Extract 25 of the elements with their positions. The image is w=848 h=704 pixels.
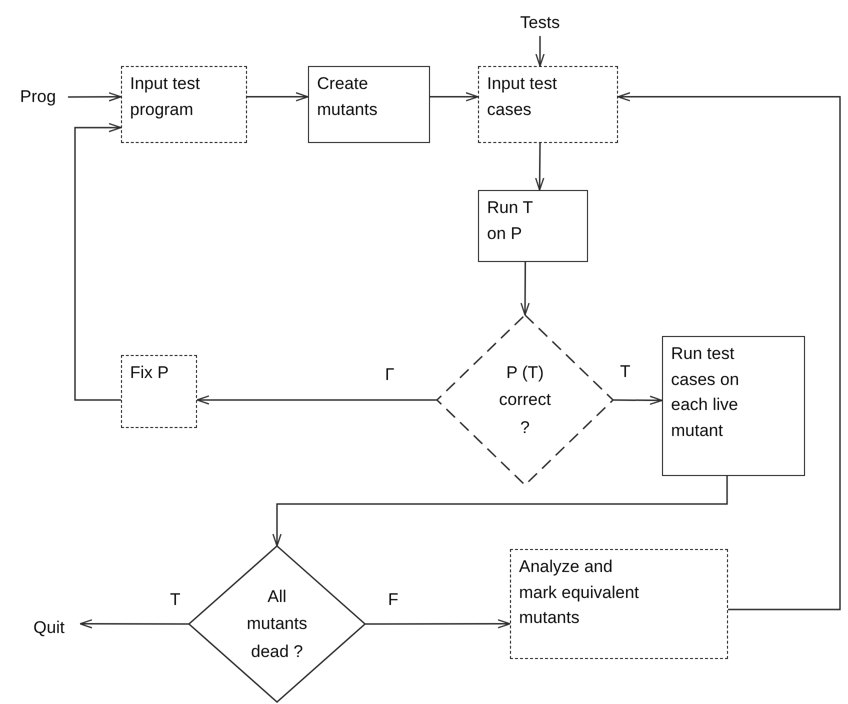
process-box: Input test program xyxy=(121,66,247,143)
arrow xyxy=(520,262,530,316)
arrow xyxy=(74,122,122,401)
arrow xyxy=(430,92,479,102)
process-box: Run T on P xyxy=(478,190,588,262)
node-label: Tests xyxy=(505,10,575,36)
arrow xyxy=(617,92,841,610)
arrow xyxy=(365,619,511,628)
process-box: Fix P xyxy=(121,355,197,428)
node-text: P (T) correct ? xyxy=(498,362,552,439)
arrow xyxy=(613,396,663,405)
arrow xyxy=(196,395,437,405)
node-label: Quit xyxy=(18,614,80,642)
arrow xyxy=(272,476,728,547)
node-text: All mutants dead ? xyxy=(246,586,308,663)
node-label: Prog xyxy=(8,84,68,110)
process-box: Analyze and mark equivalent mutants xyxy=(510,549,728,659)
arrow xyxy=(247,92,309,102)
process-box: Create mutants xyxy=(308,66,430,143)
arrow xyxy=(535,36,545,67)
arrow xyxy=(535,143,544,191)
arrow xyxy=(68,92,122,102)
arrow xyxy=(79,619,189,628)
process-box: Run test cases on each live mutant xyxy=(662,336,805,476)
process-box: Input test cases xyxy=(478,66,618,143)
